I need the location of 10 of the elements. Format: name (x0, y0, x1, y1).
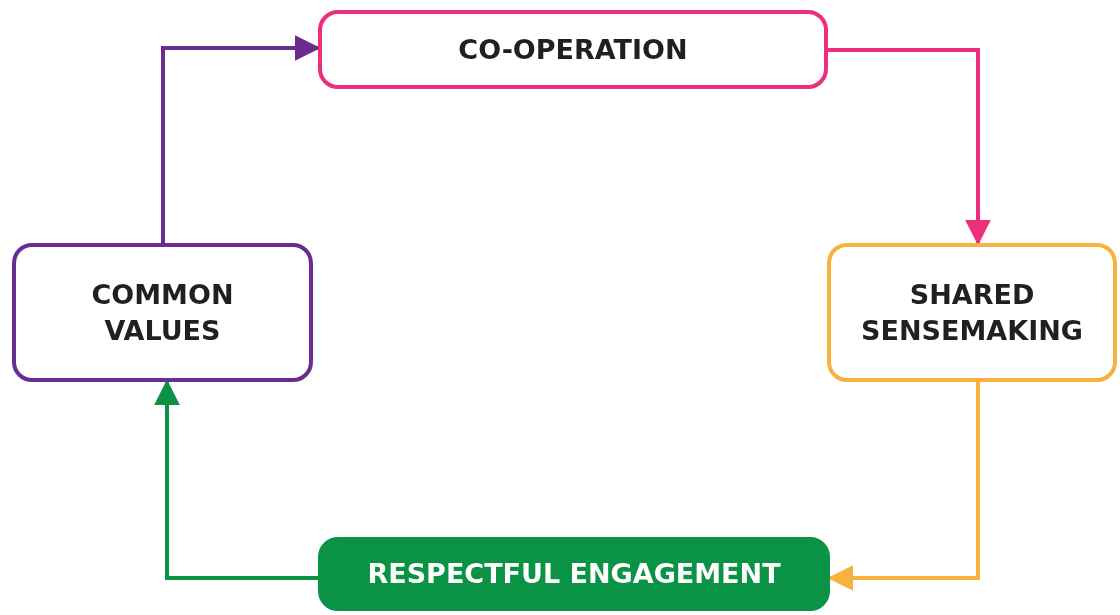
process-box (827, 243, 1117, 382)
arrow (154, 379, 318, 580)
node-label: COMMON VALUES (90, 278, 235, 348)
process-box (318, 537, 830, 611)
node-label: SHARED SENSEMAKING (860, 278, 1084, 348)
arrow (828, 48, 991, 246)
process-box (318, 10, 828, 89)
node-label: RESPECTFUL ENGAGEMENT (367, 557, 781, 592)
process-box (12, 243, 313, 382)
node-label: CO-OPERATION (458, 32, 688, 67)
